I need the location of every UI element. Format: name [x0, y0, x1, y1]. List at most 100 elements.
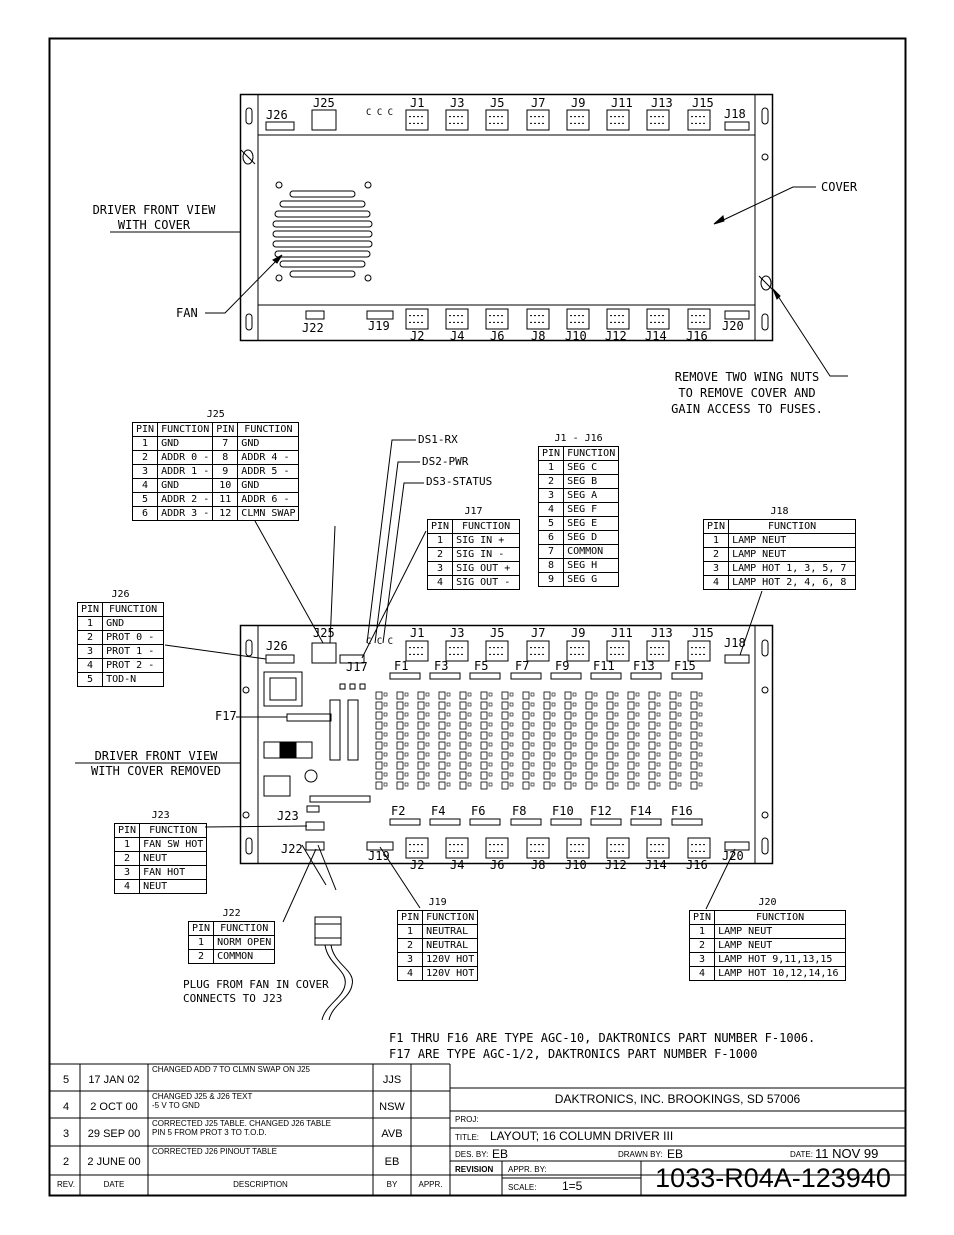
pin-number-cell: 9 [212, 464, 239, 479]
conn-label-bottom-even: J6 [490, 329, 505, 343]
pin-function-cell: LAMP NEUT [714, 924, 847, 939]
conn-label-bottom-even: J10 [565, 329, 587, 343]
fan-plug-icon [314, 916, 353, 1021]
connector-header [405, 640, 429, 662]
pin-number-cell: 2 [131, 450, 159, 465]
pin-number-cell: 3 [688, 952, 716, 967]
rev-description: CORRECTED J25 TABLE. CHANGED J26 TABLE P… [152, 1119, 332, 1137]
view-label-with-cover: DRIVER FRONT VIEW WITH COVER [92, 203, 216, 232]
conn-label-top-odd: J9 [571, 96, 586, 110]
pin-function-cell: SEG F [563, 502, 620, 517]
fuse-icon [389, 672, 421, 680]
pin-function-cell: GND [237, 478, 300, 493]
conn-label-top-odd: J13 [651, 626, 673, 640]
des-value: EB [492, 1147, 509, 1161]
conn-label-bottom-even: J16 [686, 858, 708, 872]
pin-number-cell: 4 [131, 478, 159, 493]
pin-function-cell: LAMP HOT 9,11,13,15 [714, 952, 847, 967]
revision-label: REVISION [455, 1165, 494, 1174]
conn-label-top-odd: J3 [450, 96, 465, 110]
pin-function-cell: NEUTRAL [422, 924, 479, 939]
wing-nut-icon[interactable] [760, 275, 772, 291]
fuse-icon [550, 818, 582, 826]
pin-function-cell: NEUTRAL [422, 938, 479, 953]
pin-function-cell: LAMP HOT 10,12,14,16 [714, 966, 847, 981]
pin-number-cell: 1 [426, 533, 454, 548]
pin-number-cell: 10 [212, 478, 239, 493]
conn-label-top-odd: J9 [571, 626, 586, 640]
rev-by: AVB [381, 1128, 403, 1140]
pin-number-cell: 12 [212, 506, 239, 521]
pin-number-cell: 1 [688, 924, 716, 939]
pin-number-cell: 5 [76, 672, 104, 687]
connector-header [646, 640, 670, 662]
pin-number-cell: 3 [702, 561, 730, 576]
pin-number-cell: 4 [396, 966, 424, 981]
pin-function-cell: COMMON [213, 949, 276, 964]
pin-function-cell: GND [157, 436, 214, 451]
rev-number: 3 [62, 1128, 70, 1140]
pin-function-cell: GND [102, 616, 165, 631]
conn-label-j20: J20 [722, 849, 744, 863]
fuse-icon [630, 672, 662, 680]
drawing-number: 1033-R04A-123940 [655, 1163, 891, 1193]
fuse-label: F16 [671, 804, 693, 818]
conn-label-bottom-even: J8 [531, 329, 546, 343]
conn-label-j20-top: J20 [722, 319, 744, 333]
ds3-label: DS3-STATUS [426, 475, 493, 488]
fuse-icon [469, 818, 501, 826]
conn-label-top-odd: J15 [692, 96, 714, 110]
conn-label-j25-top: J25 [313, 96, 335, 110]
driver-front-view-cover-removed [75, 624, 774, 865]
pin-number-cell: 3 [76, 644, 104, 659]
fuse-label: F12 [590, 804, 612, 818]
cover-label: COVER [821, 180, 858, 194]
connector-header [485, 308, 509, 330]
connector-header [687, 640, 711, 662]
connector-header [445, 308, 469, 330]
pin-function-cell: SIG IN - [452, 547, 521, 562]
connector-header [566, 308, 590, 330]
conn-label-bottom-even: J4 [450, 858, 465, 872]
fuse-icon [469, 672, 501, 680]
conn-label-bottom-even: J10 [565, 858, 587, 872]
rev-by: EB [384, 1156, 400, 1168]
pin-number-cell: 2 [702, 547, 730, 562]
pin-number-cell: 6 [131, 506, 159, 521]
connector-header [687, 109, 711, 131]
pin-function-cell: SEG G [563, 572, 620, 587]
rev-date: 17 JAN 02 [88, 1074, 140, 1086]
wing-nut-icon[interactable] [242, 149, 254, 165]
rev-header-date: DATE [103, 1180, 125, 1189]
led-label-ccc-top: C C C [366, 108, 394, 118]
conn-label-top-odd: J5 [490, 96, 505, 110]
fuse-label: F10 [552, 804, 574, 818]
fuse-icon [510, 672, 542, 680]
pin-number-cell: 2 [688, 938, 716, 953]
connector-header [485, 837, 509, 859]
fuse-icon [429, 818, 461, 826]
pin-number-cell: 4 [537, 502, 565, 517]
rev-date: 2 JUNE 00 [87, 1156, 141, 1168]
pin-function-cell: SEG H [563, 558, 620, 573]
fuse-icon [389, 818, 421, 826]
pin-function-cell: GND [237, 436, 300, 451]
rev-date: 29 SEP 00 [87, 1128, 141, 1140]
connector-header [445, 640, 469, 662]
pin-function-cell: COMMON [563, 544, 620, 559]
conn-label-j26: J26 [266, 639, 288, 653]
drawing-title: LAYOUT; 16 COLUMN DRIVER III [490, 1129, 674, 1143]
